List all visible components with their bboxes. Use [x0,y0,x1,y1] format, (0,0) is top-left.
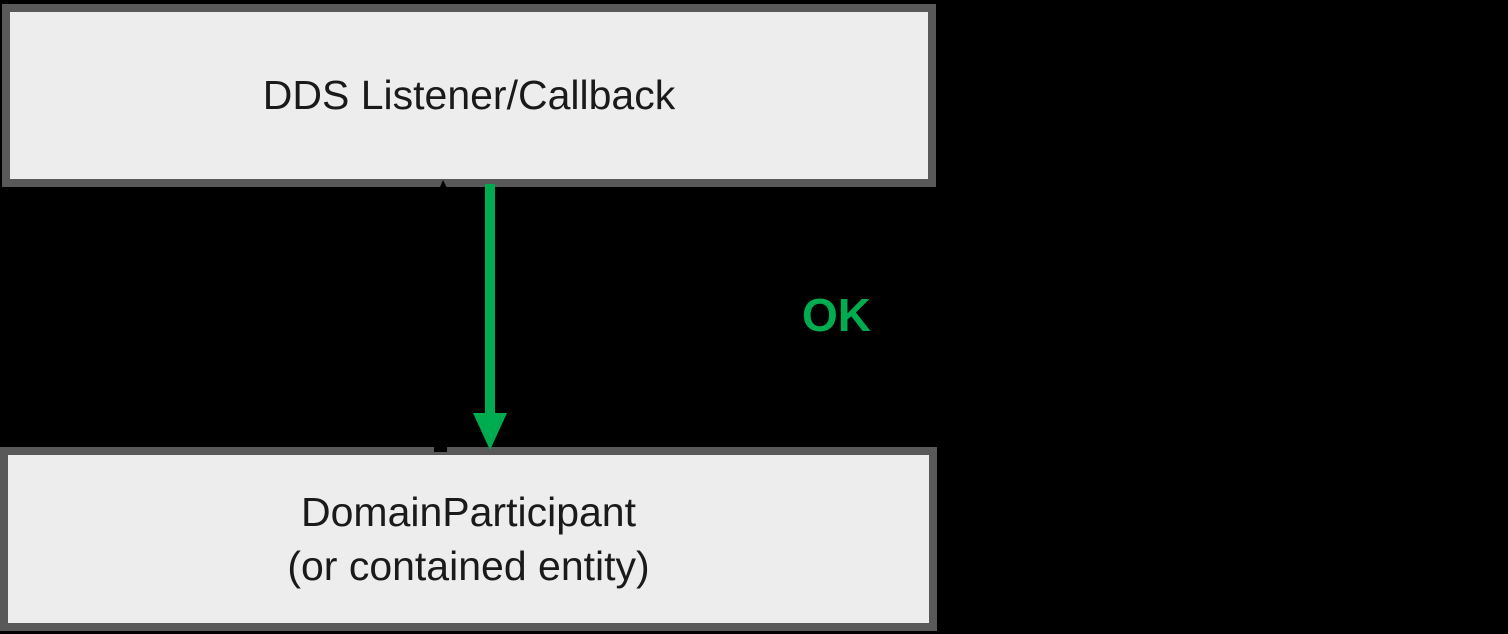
edge-label-ok: OK [802,289,871,341]
node-domain-participant-label-line2: (or contained entity) [287,543,650,589]
node-dds-listener: DDS Listener/Callback [2,4,936,187]
down-arrow-head-icon [473,413,507,450]
node-domain-participant-label-line1: DomainParticipant [301,489,636,535]
node-domain-participant: DomainParticipant (or contained entity) [0,447,937,631]
node-dds-listener-label: DDS Listener/Callback [262,71,676,118]
